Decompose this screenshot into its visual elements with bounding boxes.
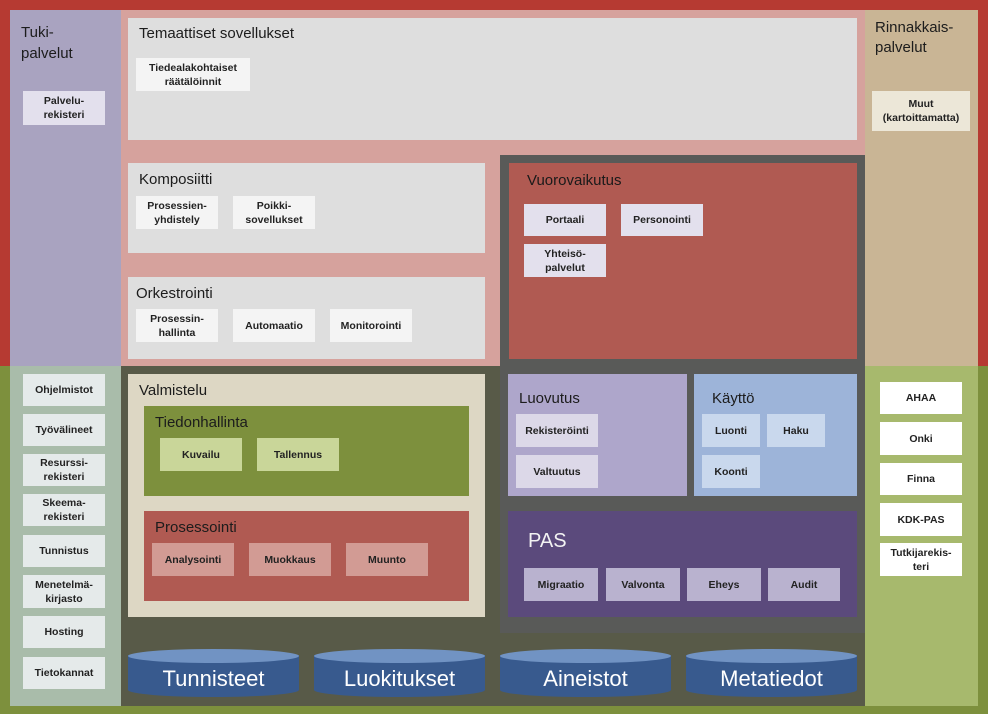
valtuutus-box[interactable]: Valtuutus: [516, 455, 598, 488]
vuorovaikutus-panel: Vuorovaikutus Portaali Personointi Yhtei…: [509, 163, 857, 359]
luokitukset-cylinder[interactable]: Luokitukset: [314, 649, 485, 697]
tunnisteet-cylinder-top: [128, 649, 299, 663]
eheys-box[interactable]: Eheys: [687, 568, 761, 601]
menetelmakirjasto-box[interactable]: Menetelmä- kirjasto: [23, 575, 105, 608]
valvonta-box[interactable]: Valvonta: [606, 568, 680, 601]
finna-box[interactable]: Finna: [880, 463, 962, 495]
personointi-box[interactable]: Personointi: [621, 204, 703, 236]
resurssirekisteri-box[interactable]: Resurssi- rekisteri: [23, 454, 105, 486]
prosessinhallinta-box[interactable]: Prosessin- hallinta: [136, 309, 218, 342]
prosessointi-panel: Prosessointi Analysointi Muokkaus Muunto: [144, 511, 469, 601]
yhteisopalvelut-box[interactable]: Yhteisö- palvelut: [524, 244, 606, 277]
muunto-box[interactable]: Muunto: [346, 543, 428, 576]
rinnakkaispalvelut-title: Rinnakkais- palvelut: [875, 19, 954, 56]
tyovalineet-box[interactable]: Työvälineet: [23, 414, 105, 446]
ahaa-box[interactable]: AHAA: [880, 382, 962, 414]
portaali-box[interactable]: Portaali: [524, 204, 606, 236]
valmistelu-title: Valmistelu: [139, 382, 208, 399]
automaatio-box[interactable]: Automaatio: [233, 309, 315, 342]
temaattiset-title: Temaattiset sovellukset: [139, 25, 295, 42]
tukipalvelut-title: Tuki- palvelut: [21, 24, 73, 62]
monitorointi-box[interactable]: Monitorointi: [330, 309, 412, 342]
tunnisteet-label: Tunnisteet: [162, 666, 265, 691]
rinnakkaispalvelut-panel: Rinnakkais- palvelut Muut (kartoittamatt…: [865, 10, 978, 366]
tiedonhallinta-panel: Tiedonhallinta Kuvailu Tallennus: [144, 406, 469, 496]
analysointi-box[interactable]: Analysointi: [152, 543, 234, 576]
audit-box[interactable]: Audit: [768, 568, 840, 601]
tools-panel: Ohjelmistot Työvälineet Resurssi- rekist…: [10, 366, 121, 706]
luokitukset-cylinder-top: [314, 649, 485, 663]
haku-box[interactable]: Haku: [767, 414, 825, 447]
komposiitti-panel: Komposiitti Prosessien- yhdistely Poikki…: [128, 163, 485, 253]
metatiedot-cylinder[interactable]: Metatiedot: [686, 649, 857, 697]
tutkijarekisteri-box[interactable]: Tutkijarekis- teri: [880, 543, 962, 576]
pas-panel: PAS Migraatio Valvonta Eheys Audit: [508, 511, 857, 617]
tiedealakohtaiset-box[interactable]: Tiedealakohtaiset räätälöinnit: [136, 58, 250, 91]
luonti-box[interactable]: Luonti: [702, 414, 760, 447]
aineistot-cylinder-top: [500, 649, 671, 663]
tallennus-box[interactable]: Tallennus: [257, 438, 339, 471]
aineistot-cylinder[interactable]: Aineistot: [500, 649, 671, 697]
hosting-box[interactable]: Hosting: [23, 616, 105, 648]
metatiedot-label: Metatiedot: [720, 666, 823, 691]
aineistot-label: Aineistot: [543, 666, 628, 691]
ohjelmistot-box[interactable]: Ohjelmistot: [23, 374, 105, 406]
tunnistus-box[interactable]: Tunnistus: [23, 535, 105, 567]
tiedonhallinta-title: Tiedonhallinta: [155, 414, 248, 431]
valmistelu-panel: Valmistelu Tiedonhallinta Kuvailu Tallen…: [128, 374, 485, 617]
temaattiset-panel: Temaattiset sovellukset Tiedealakohtaise…: [128, 18, 857, 140]
poikkisovellukset-box[interactable]: Poikki- sovellukset: [233, 196, 315, 229]
luovutus-title: Luovutus: [519, 390, 580, 407]
prosessienyhdistely-box[interactable]: Prosessien- yhdistely: [136, 196, 218, 229]
skeemarekisteri-box[interactable]: Skeema- rekisteri: [23, 494, 105, 526]
kdk-pas-box[interactable]: KDK-PAS: [880, 503, 962, 536]
prosessointi-title: Prosessointi: [155, 519, 237, 536]
vuorovaikutus-title: Vuorovaikutus: [527, 172, 622, 189]
services-panel: AHAA Onki Finna KDK-PAS Tutkijarekis- te…: [865, 366, 978, 706]
muokkaus-box[interactable]: Muokkaus: [249, 543, 331, 576]
onki-box[interactable]: Onki: [880, 422, 962, 455]
kaytto-panel: Käyttö Luonti Haku Koonti: [694, 374, 857, 496]
komposiitti-title: Komposiitti: [139, 171, 213, 188]
luokitukset-label: Luokitukset: [343, 666, 456, 691]
tukipalvelut-panel: Tuki- palvelut Palvelu- rekisteri: [10, 10, 121, 366]
pas-title: PAS: [528, 530, 567, 552]
palvelurekisteri-box[interactable]: Palvelu- rekisteri: [23, 91, 105, 125]
kuvailu-box[interactable]: Kuvailu: [160, 438, 242, 471]
koonti-box[interactable]: Koonti: [702, 455, 760, 488]
migraatio-box[interactable]: Migraatio: [524, 568, 598, 601]
kaytto-title: Käyttö: [712, 390, 755, 407]
tunnisteet-cylinder[interactable]: Tunnisteet: [128, 649, 299, 697]
orkestrointi-panel: Orkestrointi Prosessin- hallinta Automaa…: [128, 277, 485, 359]
tietokannat-box[interactable]: Tietokannat: [23, 657, 105, 689]
metatiedot-cylinder-top: [686, 649, 857, 663]
luovutus-panel: Luovutus Rekisteröinti Valtuutus: [508, 374, 687, 496]
muut-box[interactable]: Muut (kartoittamatta): [872, 91, 970, 131]
rekisterointi-box[interactable]: Rekisteröinti: [516, 414, 598, 447]
orkestrointi-title: Orkestrointi: [136, 285, 213, 302]
